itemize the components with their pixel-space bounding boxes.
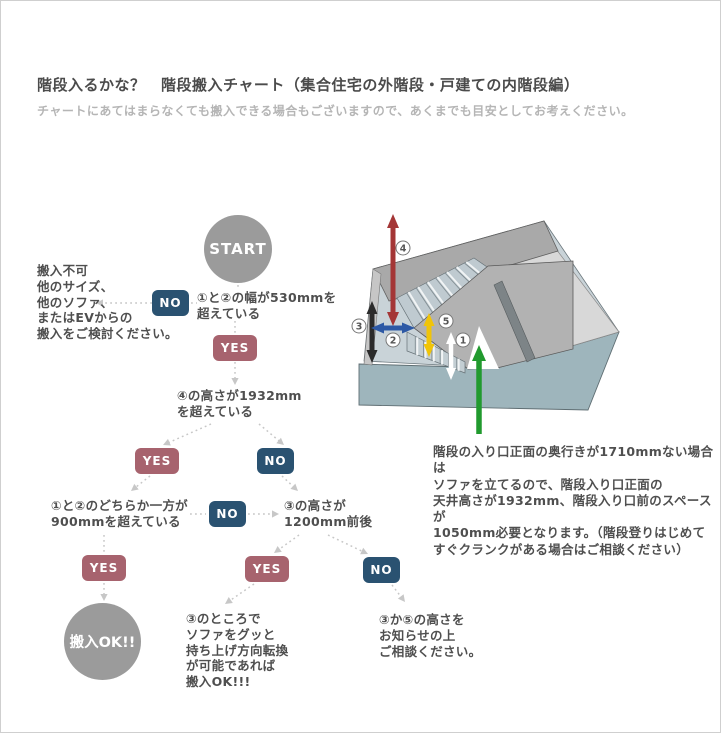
- staircase-illustration: 4 3 2 5 1: [351, 214, 620, 434]
- page-title: 階段入るかな？ 階段搬入チャート（集合住宅の外階段・戸建ての内階段編）: [37, 76, 580, 94]
- question-1: ①と②の幅が530mmを 超えている: [197, 290, 337, 321]
- entry-note: 階段の入り口正面の奥行きが1710mmない場合は ソファを立てるので、階段入り口…: [433, 444, 714, 557]
- start-node: START: [204, 215, 272, 283]
- svg-text:4: 4: [400, 244, 407, 255]
- arrow-2-blue: [371, 322, 415, 334]
- arrow-5-yellow: [423, 313, 435, 357]
- result-consult: ③か⑤の高さを お知らせの上 ご相談ください。: [379, 612, 482, 659]
- arrow-entry-green: [472, 345, 486, 434]
- badge-no-1: NO: [152, 290, 189, 316]
- label-4: 4: [395, 240, 411, 256]
- svg-text:3: 3: [356, 322, 363, 333]
- question-4: ③の高さが 1200mm前後: [284, 498, 373, 529]
- diagram-labels: 4 3 2 5 1: [351, 240, 471, 348]
- label-5: 5: [438, 313, 454, 329]
- badge-yes-1: YES: [213, 335, 257, 361]
- arrow-4-red: [387, 214, 399, 326]
- svg-text:5: 5: [443, 317, 450, 328]
- back-left-wall: [372, 220, 559, 302]
- result-ok-node: 搬入OK!!: [64, 603, 141, 680]
- svg-text:1: 1: [460, 336, 467, 347]
- question-3: ①と②のどちらか一方が 900mmを超えている: [51, 498, 188, 529]
- badge-yes-2: YES: [135, 448, 179, 474]
- label-1: 1: [455, 332, 471, 348]
- arrow-1-white: [446, 332, 456, 380]
- question-2: ④の高さが1932mm を超えている: [177, 388, 302, 419]
- badge-no-4: NO: [363, 557, 400, 583]
- badge-yes-4: YES: [245, 556, 289, 582]
- badge-no-2: NO: [257, 448, 294, 474]
- result-not-possible: 搬入不可 他のサイズ、 他のソファ、 またはEVからの 搬入をご検討ください。: [37, 263, 178, 341]
- island-divider: [493, 280, 536, 363]
- label-2: 2: [385, 332, 401, 348]
- page-subtitle: チャートにあてはまらなくても搬入できる場合もございますので、あくまでも目安として…: [37, 104, 634, 118]
- result-conditional: ③のところで ソファをグッと 持ち上げ方向転換 が可能であれば 搬入OK!!!: [186, 611, 289, 689]
- badge-yes-3: YES: [82, 555, 126, 581]
- arrow-3-black: [366, 301, 378, 363]
- label-3: 3: [351, 318, 367, 334]
- svg-text:2: 2: [390, 336, 397, 347]
- badge-no-3: NO: [209, 501, 246, 527]
